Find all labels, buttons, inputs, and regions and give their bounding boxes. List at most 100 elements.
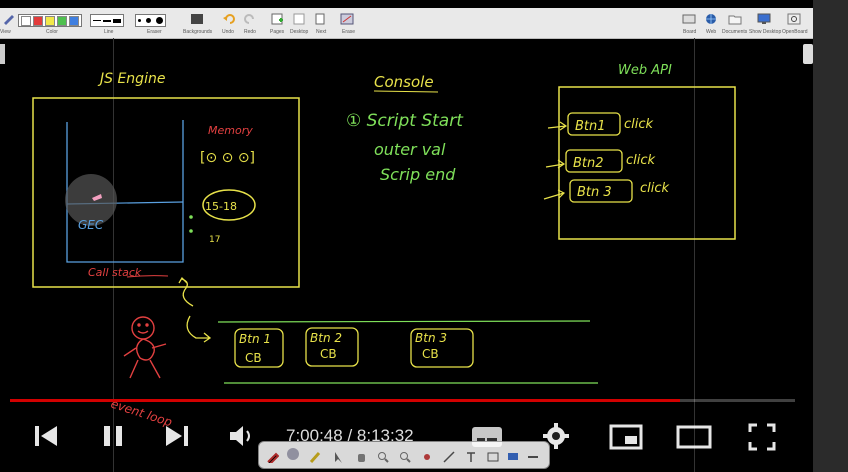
undo-button[interactable] (222, 11, 236, 35)
more-tool[interactable] (527, 448, 539, 460)
skip-previous-icon (35, 426, 57, 446)
hand-icon (358, 454, 365, 462)
openboard-caption: OpenBoard (782, 29, 808, 35)
documents-button[interactable] (728, 11, 742, 35)
show-desktop-button[interactable] (757, 11, 771, 35)
color-swatches (18, 14, 82, 27)
line-caption: Line (104, 29, 114, 35)
theater-mode-button[interactable] (676, 424, 712, 454)
pointer-highlight (65, 174, 117, 226)
color-green-swatch[interactable] (57, 15, 67, 26)
view-caption: View (0, 29, 11, 35)
pen-tool[interactable] (267, 448, 280, 465)
timer-note: 15-18 (205, 200, 237, 213)
laser-pointer-icon (424, 454, 430, 460)
color-yellow-swatch[interactable] (45, 15, 55, 26)
skip-next-icon (166, 426, 188, 446)
line-picker[interactable] (90, 11, 124, 35)
erase-button[interactable] (340, 11, 354, 35)
pages-icon (271, 13, 283, 25)
left-panel-tab[interactable] (0, 44, 5, 64)
arrow-cursor-icon (335, 452, 342, 463)
highlighter-icon (309, 452, 321, 463)
web-api-box (558, 86, 736, 240)
undo-icon (223, 14, 235, 24)
capture-icon (487, 452, 499, 462)
globe-icon (706, 14, 716, 24)
color-circle-tool[interactable] (287, 448, 299, 460)
capture-tool[interactable] (487, 448, 499, 462)
pen-view-icon (4, 15, 14, 25)
queue-item-1-bottom: CB (245, 351, 262, 365)
web-button-2-label: Btn2 (573, 156, 604, 171)
zoom-in-tool[interactable] (377, 448, 389, 463)
miniplayer-button[interactable] (609, 424, 643, 454)
pause-button[interactable] (101, 423, 127, 453)
color-blue-swatch[interactable] (69, 15, 79, 26)
color-red-swatch[interactable] (33, 15, 43, 26)
eraser-cursor-icon (92, 194, 102, 201)
desktop-icon (293, 13, 305, 25)
console-underline (373, 90, 439, 93)
eraser-medium-option[interactable] (146, 18, 151, 23)
web-button[interactable] (704, 11, 718, 35)
hand-tool[interactable] (355, 448, 367, 462)
redo-caption: Redo (244, 29, 256, 35)
web-button-3-label: Btn 3 (577, 185, 612, 200)
view-tool[interactable] (2, 11, 16, 35)
pen-toolbar (258, 441, 550, 469)
pages-button[interactable] (270, 11, 284, 35)
stack-arrow (178, 276, 194, 307)
web-button-3: Btn 3 click (543, 179, 670, 203)
text-tool[interactable] (465, 448, 477, 462)
color-picker[interactable] (18, 11, 82, 35)
line-medium-option[interactable] (103, 19, 111, 22)
progress-played[interactable] (10, 399, 680, 402)
monitor-small-icon (508, 453, 518, 460)
queue-item-3-bottom: CB (422, 347, 439, 361)
monitor-icon (757, 13, 771, 24)
zoom-out-tool[interactable] (399, 448, 411, 463)
redo-button[interactable] (243, 11, 257, 35)
zoom-out-icon (400, 452, 411, 463)
console-line-1: ① Script Start (346, 111, 464, 131)
eraser-small-option[interactable] (138, 19, 141, 22)
board-scroll-handle[interactable] (803, 44, 813, 64)
volume-icon (230, 426, 250, 446)
call-stack-label: Call stack (88, 266, 142, 279)
theater-mode-icon (676, 425, 712, 449)
color-white-swatch[interactable] (21, 15, 31, 26)
backgrounds-icon (191, 14, 203, 24)
board-caption: Board (683, 29, 697, 35)
next-video-button[interactable] (163, 423, 191, 453)
line-thin-option[interactable] (93, 20, 101, 21)
board-button[interactable] (682, 11, 696, 35)
queue-item-2-bottom: CB (320, 347, 337, 361)
eraser-large-option[interactable] (156, 17, 163, 24)
web-button-1: Btn1 click (547, 112, 654, 136)
select-tool[interactable] (333, 448, 345, 463)
openboard-button[interactable] (787, 11, 801, 35)
zoom-in-icon (378, 452, 389, 463)
highlighter-tool[interactable] (309, 448, 321, 463)
text-icon (467, 452, 475, 462)
backgrounds-button[interactable] (190, 11, 204, 35)
board-icon (682, 14, 696, 24)
line-thick-option[interactable] (113, 18, 121, 23)
laser-tool[interactable] (421, 448, 433, 460)
eraser-picker[interactable] (135, 11, 166, 35)
fullscreen-icon (748, 423, 776, 451)
settings-button[interactable] (541, 421, 571, 455)
right-margin (813, 0, 848, 472)
erase-caption: Erase (342, 29, 356, 35)
line-tool[interactable] (443, 448, 455, 463)
volume-button[interactable] (228, 423, 258, 453)
backgrounds-caption: Backgrounds (183, 29, 213, 35)
fullscreen-button[interactable] (747, 422, 777, 456)
console-line-2: outer val (374, 140, 446, 159)
next-button[interactable] (313, 11, 327, 35)
desktop-button[interactable] (292, 11, 306, 35)
virtual-keyboard-tool[interactable] (507, 448, 519, 460)
previous-button[interactable] (32, 423, 60, 453)
